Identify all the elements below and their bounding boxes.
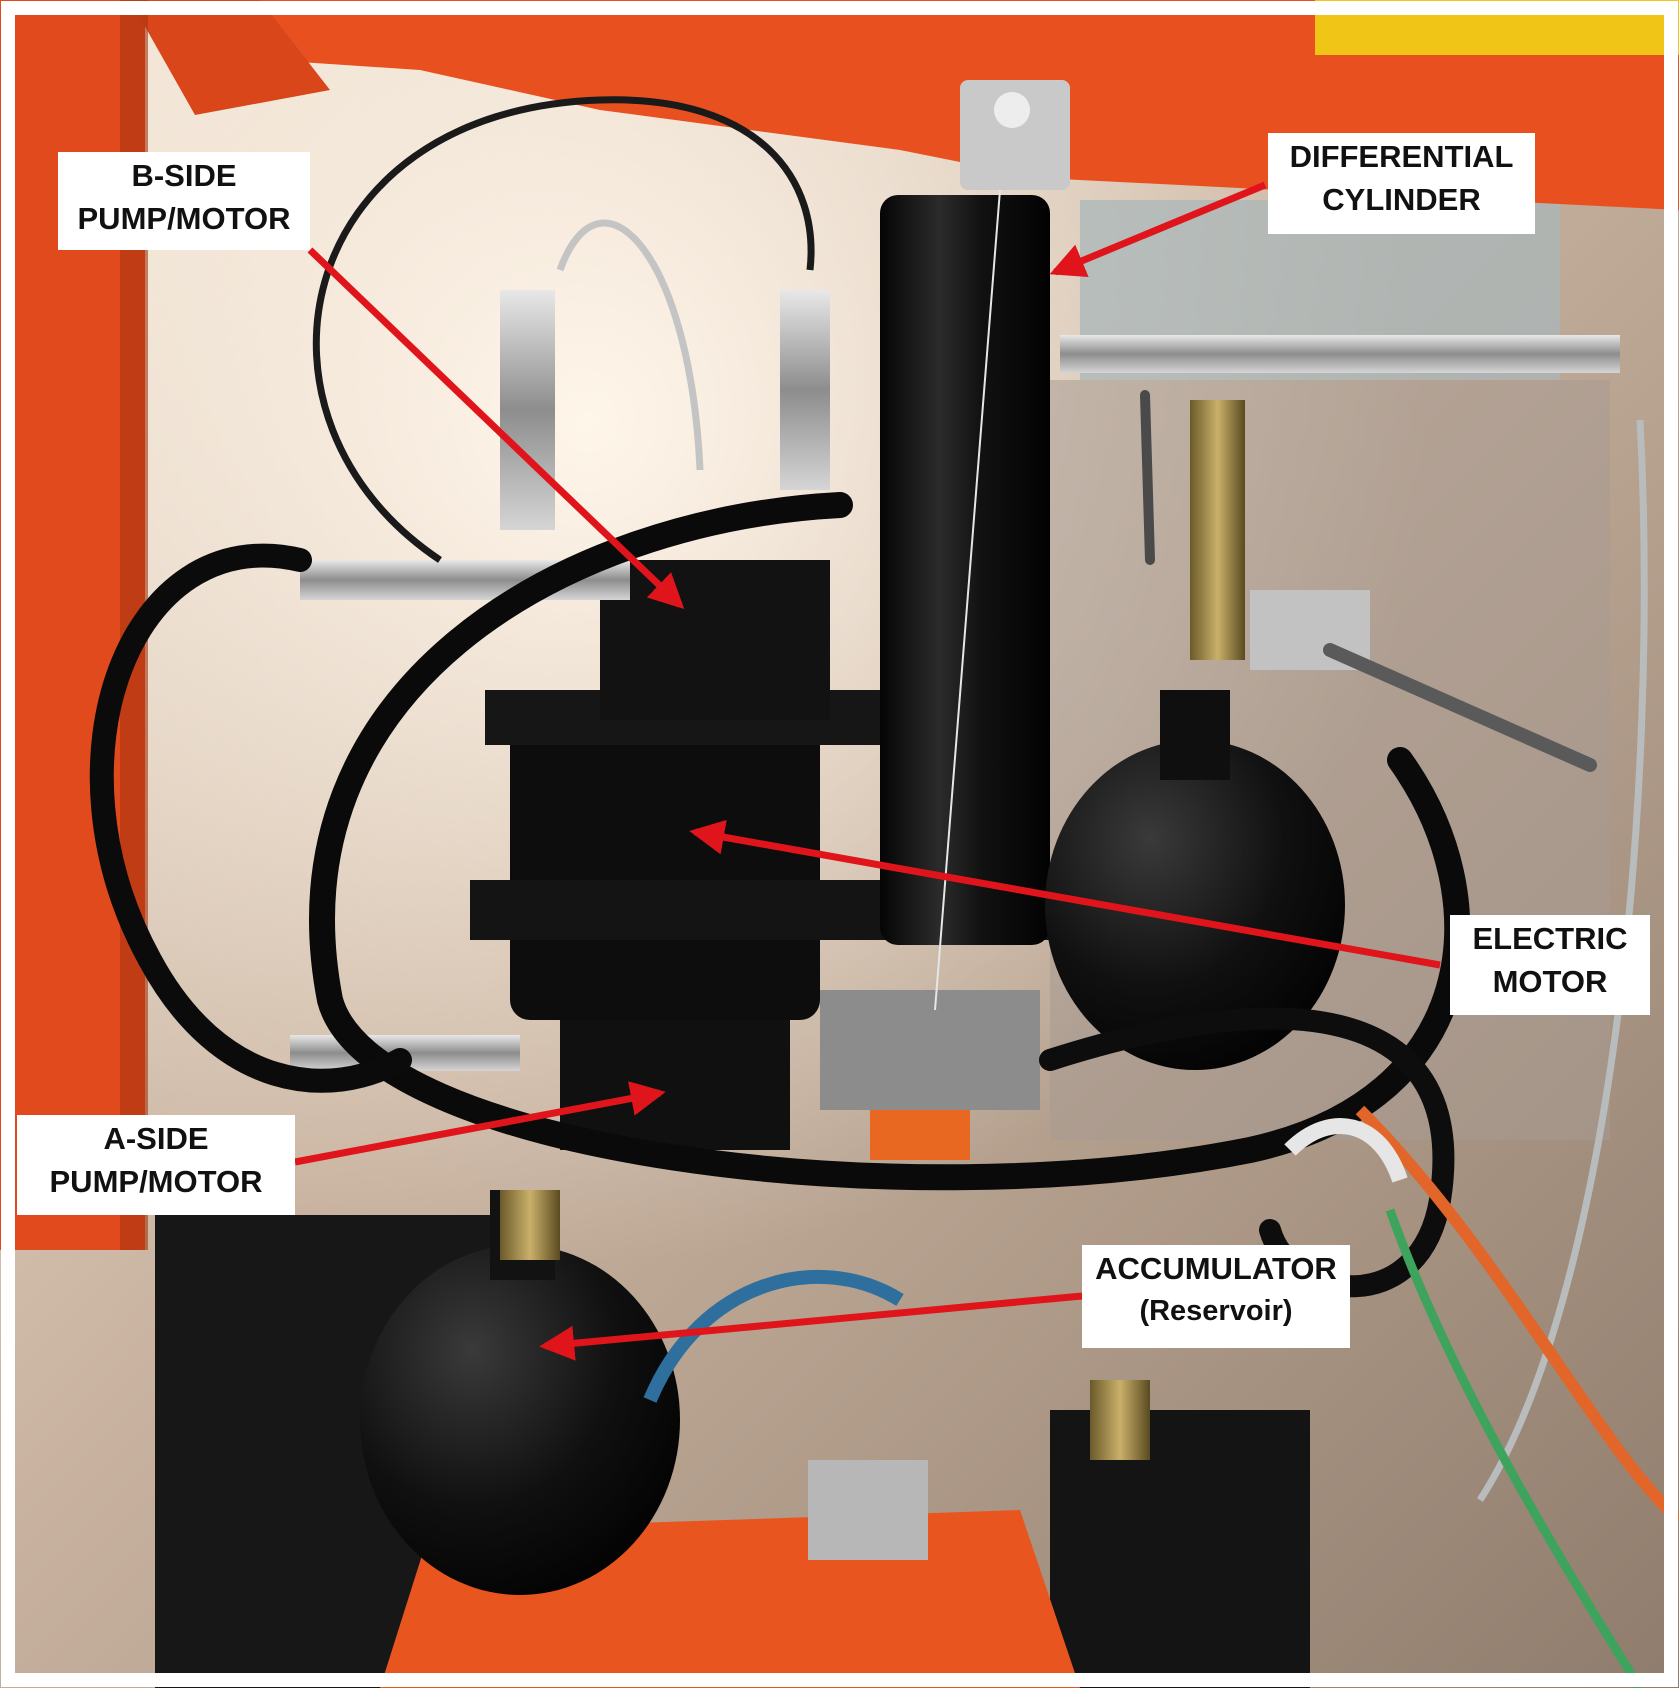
upper-accumulator-neck bbox=[1160, 690, 1230, 780]
label-electric-line2: MOTOR bbox=[1492, 964, 1608, 999]
sensor-cable-loop bbox=[312, 96, 815, 563]
arrow-b-side-pump-motor bbox=[307, 247, 685, 610]
black-base-box-right bbox=[1050, 1410, 1310, 1688]
orange-frame-diagonal-strut bbox=[130, 0, 330, 115]
electric-motor-body bbox=[510, 700, 820, 1020]
orange-cable-bundle bbox=[1355, 1105, 1679, 1525]
brass-fitting-top bbox=[1190, 400, 1245, 660]
blue-cable bbox=[643, 1269, 904, 1403]
label-differential-cylinder: DIFFERENTIAL CYLINDER bbox=[1268, 133, 1535, 234]
label-a-side-line2: PUMP/MOTOR bbox=[49, 1164, 263, 1199]
label-electric-motor: ELECTRIC MOTOR bbox=[1450, 915, 1650, 1015]
ball-valve-handle bbox=[1323, 643, 1597, 772]
grey-sensor-cable bbox=[556, 219, 704, 471]
label-b-side-line1: B-SIDE bbox=[131, 158, 237, 193]
label-accumulator-line1: ACCUMULATOR bbox=[1095, 1251, 1337, 1286]
label-differential-line1: DIFFERENTIAL bbox=[1289, 139, 1514, 174]
green-cable bbox=[1385, 1208, 1644, 1688]
hose-loop-left bbox=[89, 543, 412, 1093]
lower-accumulator bbox=[360, 1245, 680, 1595]
arrow-differential-cylinder bbox=[1049, 181, 1267, 278]
grey-sensor-block bbox=[808, 1460, 928, 1560]
a-side-pump-block bbox=[560, 1020, 790, 1150]
arrow-a-side-pump-motor bbox=[294, 1081, 666, 1166]
differential-cylinder-body bbox=[880, 195, 1050, 945]
hose-loop-large bbox=[309, 492, 1471, 1191]
grey-cable-right bbox=[1477, 419, 1648, 1502]
pipe-horizontal-top bbox=[1060, 335, 1620, 373]
label-differential-line2: CYLINDER bbox=[1322, 182, 1481, 217]
brass-fitting-right bbox=[1090, 1380, 1150, 1460]
b-side-pump-block bbox=[600, 560, 830, 720]
label-b-side-line2: PUMP/MOTOR bbox=[77, 201, 291, 236]
label-accumulator-reservoir: ACCUMULATOR (Reservoir) bbox=[1082, 1245, 1350, 1348]
white-cable-bundle bbox=[1284, 1118, 1408, 1183]
arrow-electric-motor bbox=[689, 819, 1441, 969]
cylinder-top-mount bbox=[960, 80, 1070, 190]
label-electric-line1: ELECTRIC bbox=[1472, 921, 1628, 956]
label-accumulator-line2: (Reservoir) bbox=[1139, 1295, 1293, 1327]
arrow-accumulator bbox=[539, 1292, 1083, 1361]
grey-mount-plate bbox=[820, 990, 1040, 1110]
pressure-sensor-right bbox=[780, 290, 830, 490]
upper-accumulator bbox=[1045, 740, 1345, 1070]
pressure-sensor-left bbox=[500, 290, 555, 530]
brass-fitting-bottom bbox=[500, 1190, 560, 1260]
cylinder-mount-bolt bbox=[994, 92, 1030, 128]
label-a-side-pump-motor: A-SIDE PUMP/MOTOR bbox=[17, 1115, 295, 1215]
shutoff-valve-handle bbox=[1140, 390, 1155, 565]
label-a-side-line1: A-SIDE bbox=[103, 1121, 209, 1156]
label-b-side-pump-motor: B-SIDE PUMP/MOTOR bbox=[58, 152, 310, 250]
